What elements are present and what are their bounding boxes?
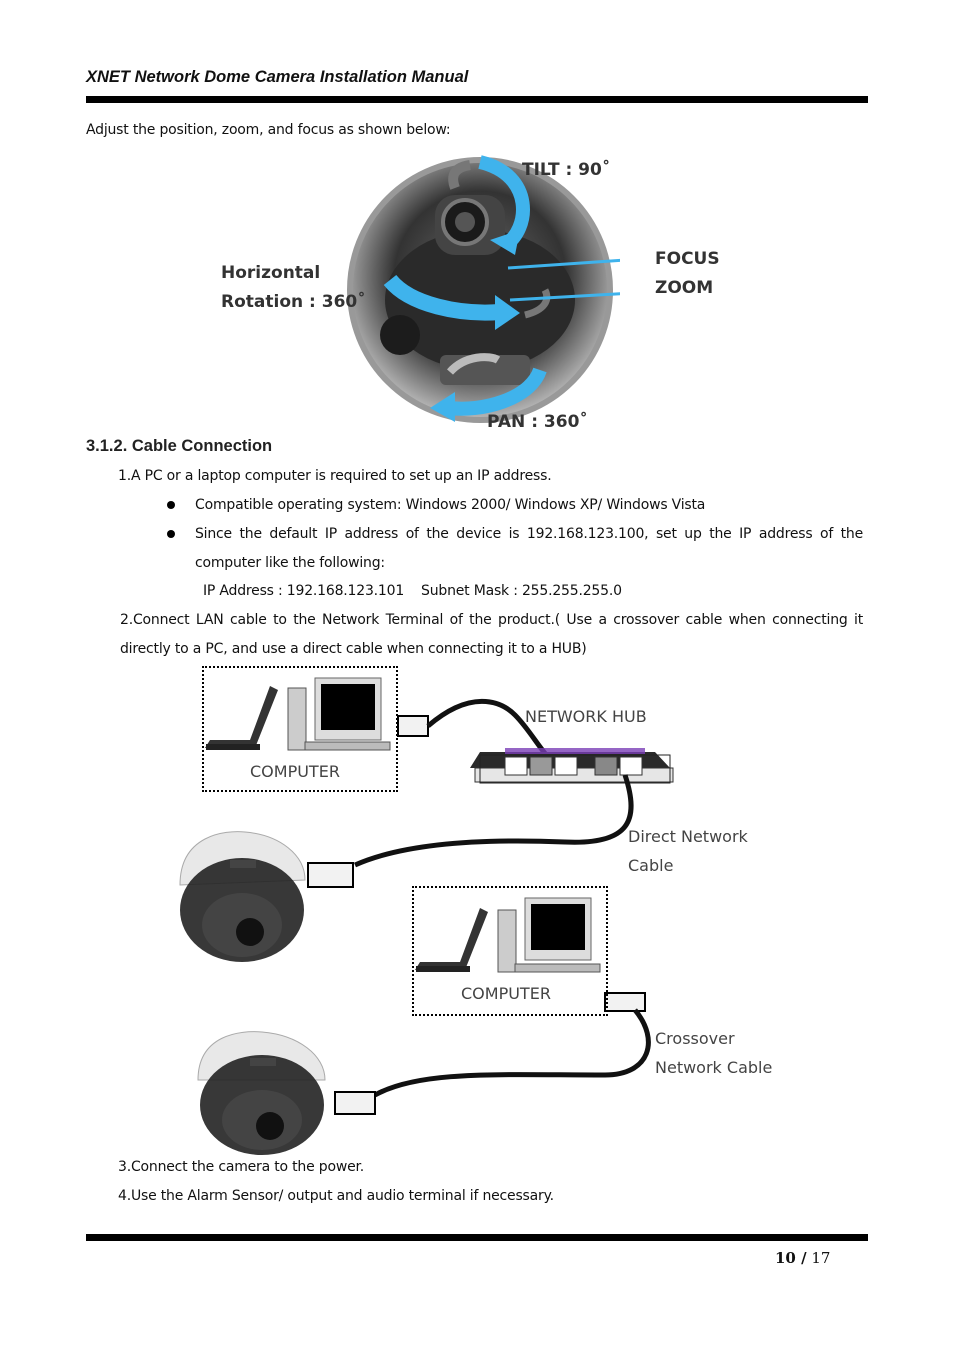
network-hub-icon — [470, 748, 674, 784]
computer-label-middle: COMPUTER — [461, 984, 551, 1003]
focus-pointer — [507, 258, 620, 270]
step-2-line1: 2.Connect LAN cable to the Network Termi… — [120, 612, 863, 628]
dome-camera-icon — [197, 1031, 326, 1155]
bullet-os: Compatible operating system: Windows 200… — [195, 497, 706, 513]
crossover-label-2: Network Cable — [655, 1058, 773, 1077]
ip-settings: IP Address : 192.168.123.101 Subnet Mask… — [203, 583, 622, 599]
document-title: XNET Network Dome Camera Installation Ma… — [86, 68, 469, 86]
dome-camera-icon — [179, 831, 306, 962]
bullet-ip-line1: Since the default IP address of the devi… — [195, 526, 863, 542]
step-4: 4.Use the Alarm Sensor/ output and audio… — [118, 1188, 554, 1204]
rj45-plug-icon — [334, 1091, 376, 1115]
crossover-label-1: Crossover — [655, 1029, 735, 1048]
bullet-ip-line2: computer like the following: — [195, 555, 385, 571]
computer-label-top: COMPUTER — [250, 762, 340, 781]
pan-label: PAN : 360˚ — [487, 412, 588, 432]
camera-adjustment-figure — [347, 155, 620, 423]
rotation-arrow — [383, 274, 501, 321]
tilt-label: TILT : 90˚ — [522, 160, 611, 180]
network-diagram — [179, 677, 674, 1155]
intro-text: Adjust the position, zoom, and focus as … — [86, 122, 451, 138]
crossover-cable — [373, 1008, 651, 1098]
section-heading: 3.1.2. Cable Connection — [86, 437, 273, 455]
rj45-plug-icon — [307, 862, 354, 888]
zoom-pointer — [509, 292, 620, 302]
rotation-label: Rotation : 360˚ — [221, 292, 366, 312]
direct-cable-label-1: Direct Network — [628, 827, 748, 846]
bullet-icon — [167, 501, 175, 509]
zoom-label: ZOOM — [655, 278, 714, 298]
step-2-line2: directly to a PC, and use a direct cable… — [120, 641, 587, 657]
step-3: 3.Connect the camera to the power. — [118, 1159, 364, 1175]
laptop-icon — [415, 908, 488, 972]
page-current: 10 / — [775, 1249, 807, 1267]
direct-cable-label-2: Cable — [628, 856, 674, 875]
cable-hub-camera — [353, 774, 634, 868]
computer-group-top — [202, 666, 398, 792]
desktop-computer-icon — [497, 897, 601, 973]
page-total: 17 — [811, 1249, 831, 1267]
rj45-plug-icon — [397, 715, 429, 737]
bullet-icon — [167, 530, 175, 538]
desktop-computer-icon — [287, 677, 391, 751]
horizontal-label: Horizontal — [221, 263, 321, 283]
rj45-plug-icon — [604, 992, 646, 1012]
computer-group-middle — [412, 886, 608, 1016]
network-hub-label: NETWORK HUB — [525, 707, 647, 726]
step-1: 1.A PC or a laptop computer is required … — [118, 468, 552, 484]
pan-arrow — [449, 367, 547, 416]
footer-rule — [86, 1234, 868, 1241]
laptop-icon — [205, 686, 278, 750]
page-number: 10 / 17 — [775, 1249, 830, 1267]
focus-label: FOCUS — [655, 249, 720, 269]
header-rule — [86, 96, 868, 103]
